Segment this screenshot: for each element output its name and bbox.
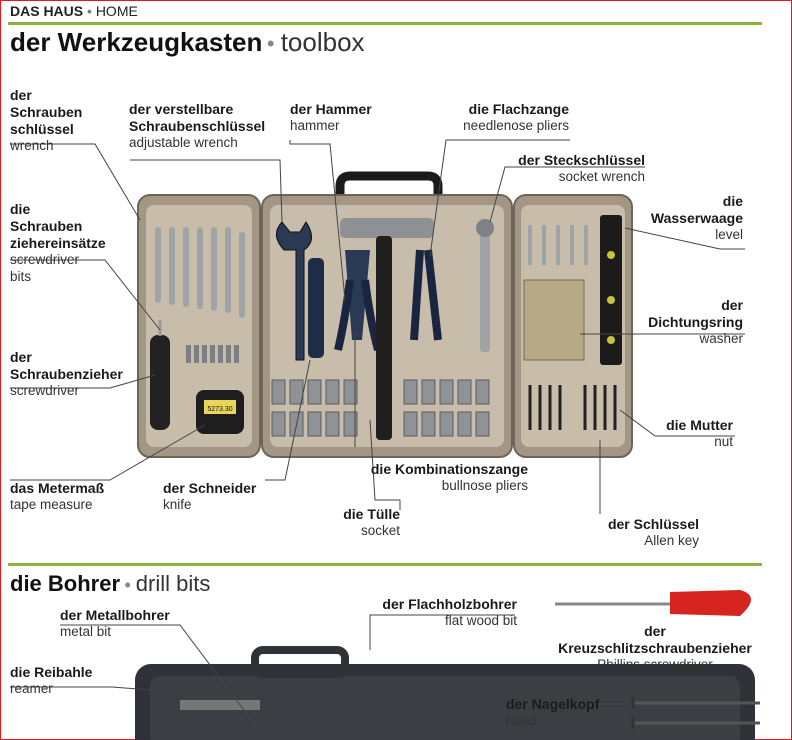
label-en: bits (10, 268, 32, 284)
label-head: der Nagelkopf head (506, 696, 599, 730)
label-hammer: der Hammer hammer (290, 101, 372, 135)
bullet: • (124, 575, 136, 595)
label-en: tape measure (10, 497, 93, 513)
label-en: screwdriver (10, 383, 80, 399)
label-en: Phillips screwdriver (597, 657, 713, 673)
label-wrench: der Schrauben schlüssel wrench (10, 87, 82, 155)
label-en: needlenose pliers (463, 118, 569, 134)
toolbox-heading: der Werkzeugkasten • toolbox (10, 27, 365, 58)
label-en: Allen key (644, 533, 699, 549)
label-de: der (644, 623, 666, 639)
label-de: der Nagelkopf (506, 696, 600, 712)
label-en: socket wrench (558, 169, 645, 185)
label-en: washer (699, 331, 743, 347)
label-en: bullnose pliers (441, 478, 528, 494)
label-de: die (722, 193, 743, 209)
label-de: der (10, 349, 32, 365)
label-tape-measure: das Metermaß tape measure (10, 480, 104, 514)
section-breadcrumb: DAS HAUS • HOME (10, 3, 138, 20)
label-de: Wasserwaage (650, 210, 743, 227)
heading-en: drill bits (135, 571, 211, 596)
label-de: Kreuzschlitzschraubenzieher (558, 640, 752, 657)
label-de: der Metallbohrer (60, 607, 170, 623)
section-subtitle: HOME (95, 3, 138, 19)
label-bullnose-pliers: die Kombinationszange bullnose pliers (371, 461, 528, 495)
label-en: adjustable wrench (129, 135, 238, 151)
label-de: die Kombinationszange (370, 461, 528, 477)
label-de: Schraubenschlüssel (129, 118, 266, 135)
label-en: nut (714, 434, 733, 450)
label-nut: die Mutter nut (666, 417, 733, 451)
label-metal-bit: der Metallbohrer metal bit (60, 607, 170, 641)
section-title: DAS HAUS (10, 3, 84, 19)
label-reamer: die Reibahle reamer (10, 664, 92, 698)
label-en: hammer (290, 118, 340, 134)
heading-de: der Werkzeugkasten (10, 27, 263, 57)
label-de: der Steckschlüssel (518, 152, 645, 168)
label-en: metal bit (60, 624, 112, 640)
label-de: ziehereinsätze (10, 235, 106, 252)
label-screwdriver: der Schraubenzieher screwdriver (10, 349, 123, 400)
label-de: der Schlüssel (607, 516, 699, 532)
label-de: der (721, 297, 743, 313)
label-de: der Hammer (290, 101, 372, 117)
label-de: die Mutter (666, 417, 733, 433)
label-en: knife (163, 497, 192, 513)
label-de: die Tülle (343, 506, 400, 522)
label-washer: der Dichtungsring washer (648, 297, 743, 348)
heading-en: toolbox (280, 27, 365, 57)
divider (8, 22, 762, 25)
label-level: die Wasserwaage level (651, 193, 743, 244)
bullet: • (87, 3, 96, 19)
label-en: screwdriver (10, 252, 80, 268)
label-de: Schraubenzieher (10, 366, 123, 383)
label-de: die Reibahle (10, 664, 93, 680)
label-de: der verstellbare (129, 101, 234, 117)
label-de: das Metermaß (10, 480, 105, 496)
label-de: die Flachzange (468, 101, 569, 117)
label-flat-wood-bit: der Flachholzbohrer flat wood bit (382, 596, 517, 630)
label-allen-key: der Schlüssel Allen key (608, 516, 699, 550)
label-en: socket (360, 523, 400, 539)
label-en: flat wood bit (444, 613, 517, 629)
drillbits-heading: die Bohrer • drill bits (10, 571, 210, 597)
heading-de: die Bohrer (10, 571, 121, 596)
label-de: schlüssel (10, 121, 74, 138)
label-de: der Flachholzbohrer (382, 596, 517, 612)
label-phillips-screwdriver: der Kreuzschlitzschraubenzieher Phillips… (540, 623, 770, 674)
label-needlenose-pliers: die Flachzange needlenose pliers (463, 101, 569, 135)
label-en: reamer (10, 681, 53, 697)
label-knife: der Schneider knife (163, 480, 256, 514)
bullet: • (266, 31, 281, 56)
label-de: die (10, 201, 31, 217)
label-de: Schrauben (10, 218, 83, 235)
label-socket: die Tülle socket (343, 506, 400, 540)
label-en: level (715, 227, 743, 243)
label-en: wrench (10, 138, 54, 154)
label-de: Schrauben (10, 104, 83, 121)
label-socket-wrench: der Steckschlüssel socket wrench (518, 152, 645, 186)
label-screwdriver-bits: die Schrauben ziehereinsätze screwdriver… (10, 201, 106, 285)
label-de: der Schneider (163, 480, 257, 496)
divider (8, 563, 762, 566)
tape-readout: 5273.30 (207, 406, 232, 413)
label-en: head (506, 713, 537, 729)
label-de: der (10, 87, 32, 103)
label-de: Dichtungsring (648, 314, 743, 331)
label-adjustable-wrench: der verstellbare Schraubenschlüssel adju… (129, 101, 265, 152)
